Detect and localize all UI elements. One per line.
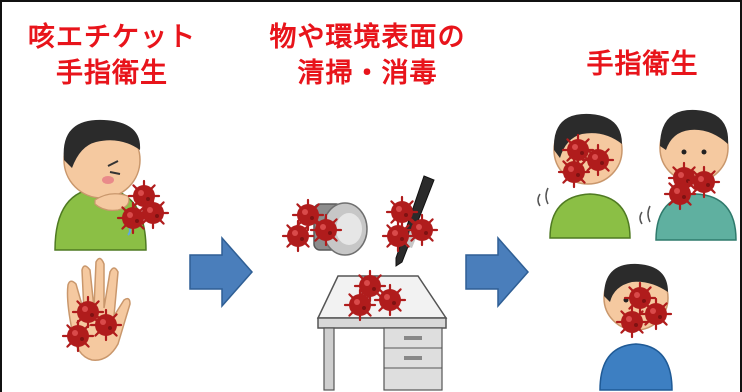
virus-icon [663,177,697,211]
virus-icon [89,308,123,342]
virus-icon [405,213,439,247]
virus-icon [281,219,315,253]
heading-hand-hygiene: 手指衛生 [555,47,730,83]
virus-icon [615,305,649,339]
heading-right-line-1: 手指衛生 [586,49,699,80]
virus-icon [581,143,615,177]
virus-icon [343,288,377,322]
virus-icon [61,319,95,353]
coughing-boy-icon [54,119,147,251]
heading-surface-cleaning: 物や環境表面の 清掃・消毒 [255,20,480,92]
virus-icon [373,283,407,317]
arrow-right-icon [189,236,254,308]
heading-cough-etiquette: 咳エチケット 手指衛生 [12,20,212,92]
virus-icon [639,297,673,331]
virus-icon [309,213,343,247]
arrow-right-icon [465,236,530,308]
heading-left-line-2: 手指衛生 [56,58,168,89]
virus-icon [385,195,419,229]
virus-icon [381,219,415,253]
heading-middle-line-2: 清掃・消毒 [297,58,438,89]
heading-left-line-1: 咳エチケット [28,22,196,53]
virus-icon [557,155,591,189]
virus-icon [116,201,150,235]
virus-icon [687,165,721,199]
heading-middle-line-1: 物や環境表面の [269,22,466,53]
